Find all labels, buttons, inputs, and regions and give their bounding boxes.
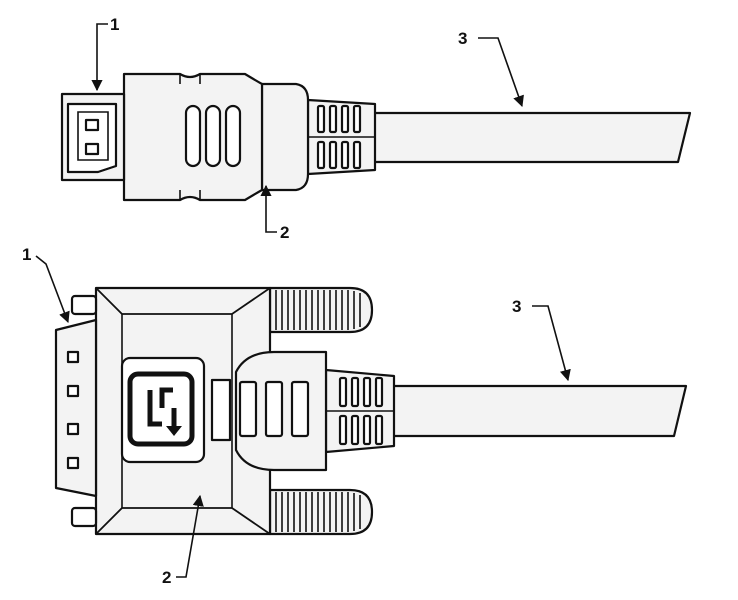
hdmi-callout-3: 3 (458, 29, 524, 108)
hdmi-label-2: 2 (280, 223, 289, 242)
dvi-plug (54, 318, 98, 498)
dvi-label-2: 2 (162, 568, 171, 587)
dvi-thumbscrew-top (268, 286, 374, 334)
dvi-thumbscrew-bottom (268, 488, 374, 536)
dvi-label-3: 3 (512, 297, 521, 316)
dvi-rear-hood (210, 350, 328, 472)
hdmi-label-1: 1 (110, 15, 119, 34)
dvi-callout-2: 2 (162, 494, 204, 587)
dvi-logo-panel (120, 356, 206, 464)
dvi-cable: 1 2 3 (22, 245, 688, 587)
hdmi-callout-1: 1 (91, 15, 119, 92)
hdmi-label-3: 3 (458, 29, 467, 48)
dvi-label-1: 1 (22, 245, 31, 264)
hdmi-rear-collar (260, 82, 310, 192)
dvi-callout-3: 3 (512, 297, 571, 382)
hdmi-grip-slots (184, 104, 242, 168)
display-connector-icon (147, 387, 182, 436)
hdmi-plug (60, 92, 126, 182)
hdmi-callout-2: 2 (260, 184, 289, 242)
hdmi-strain-relief (306, 98, 377, 176)
dvi-cable-jacket (390, 384, 688, 438)
dvi-strain-relief (324, 368, 396, 454)
dvi-callout-1: 1 (22, 245, 70, 324)
hdmi-cable: 1 2 3 (60, 15, 692, 242)
dvi-screw-tips (70, 294, 98, 528)
